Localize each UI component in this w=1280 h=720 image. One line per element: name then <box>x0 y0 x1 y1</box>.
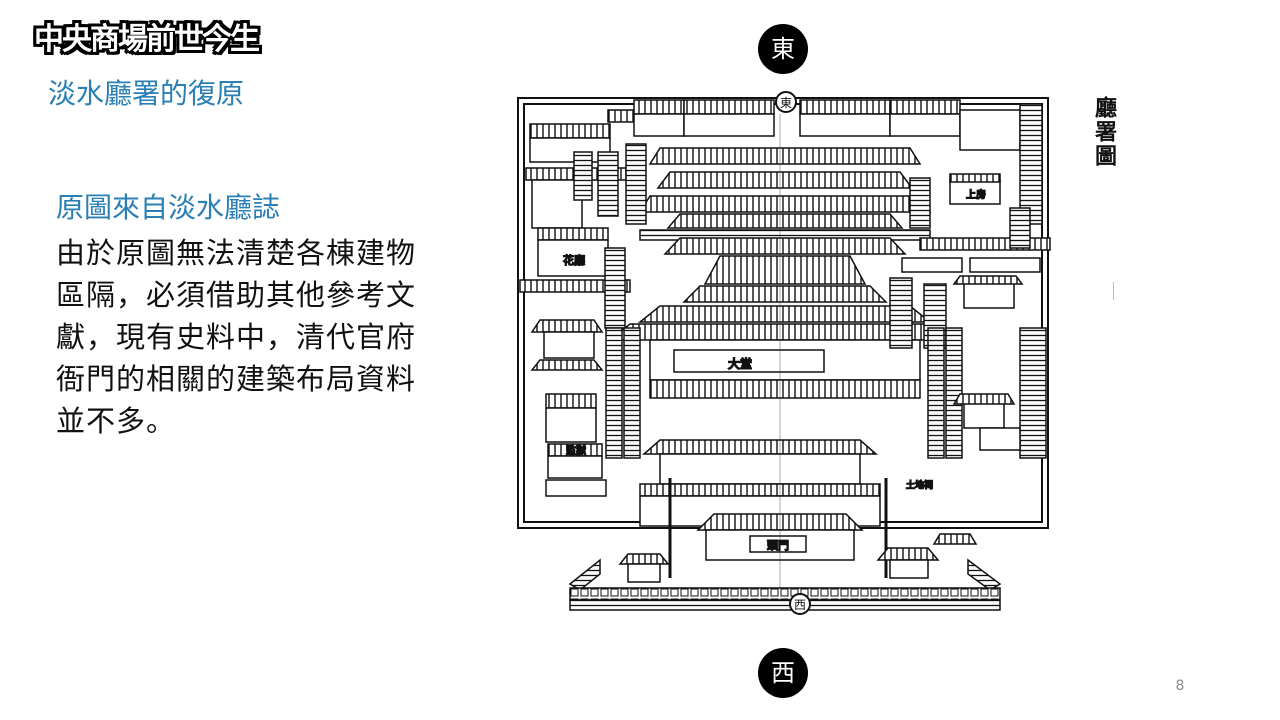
front-hall <box>639 439 881 527</box>
upper-pavilions <box>638 147 932 255</box>
compass-east-marker: 東 <box>758 24 808 74</box>
left-wing: 花廳 <box>519 143 647 293</box>
main-gate: 頭門 土地祠 <box>668 478 934 578</box>
yamen-layout-illustration: 東 花廳 <box>510 88 1060 624</box>
section-heading: 原圖來自淡水廳誌 <box>56 191 281 224</box>
main-hall-label: 大堂 <box>728 357 752 371</box>
side-corridors <box>605 327 1047 459</box>
shrine-label: 土地祠 <box>906 479 933 491</box>
left-lower-compound: 監獄 <box>530 319 607 497</box>
divider-tick <box>1113 282 1114 300</box>
bottom-marker-label: 西 <box>794 598 806 612</box>
top-marker-label: 東 <box>780 96 792 110</box>
main-gate-label: 頭門 <box>767 539 789 552</box>
slide-subtitle: 淡水廳署的復原 <box>48 77 245 110</box>
right-wing: 上房 <box>901 173 1051 273</box>
front-fence <box>568 558 1002 611</box>
right-lower-compound <box>952 275 1024 451</box>
bottom-marker: 西 <box>789 593 811 615</box>
front-kiosks <box>618 533 978 583</box>
figure-caption: 廳署圖 <box>1091 96 1117 168</box>
compass-west-marker: 西 <box>758 648 808 698</box>
yamen-drawing: 東 花廳 <box>517 91 1051 615</box>
upper-room-label: 上房 <box>966 188 986 201</box>
page-number: 8 <box>1175 678 1185 694</box>
top-marker: 東 <box>775 91 797 113</box>
badge-title: 中央商場前世今生 <box>34 22 260 57</box>
top-row-buildings <box>529 99 1043 225</box>
prison-label: 監獄 <box>566 444 586 457</box>
body-paragraph: 由於原圖無法清楚各棟建物區隔，必須借助其他參考文獻，現有史料中，清代官府衙門的相… <box>56 236 417 438</box>
flower-hall-label: 花廳 <box>563 253 585 267</box>
